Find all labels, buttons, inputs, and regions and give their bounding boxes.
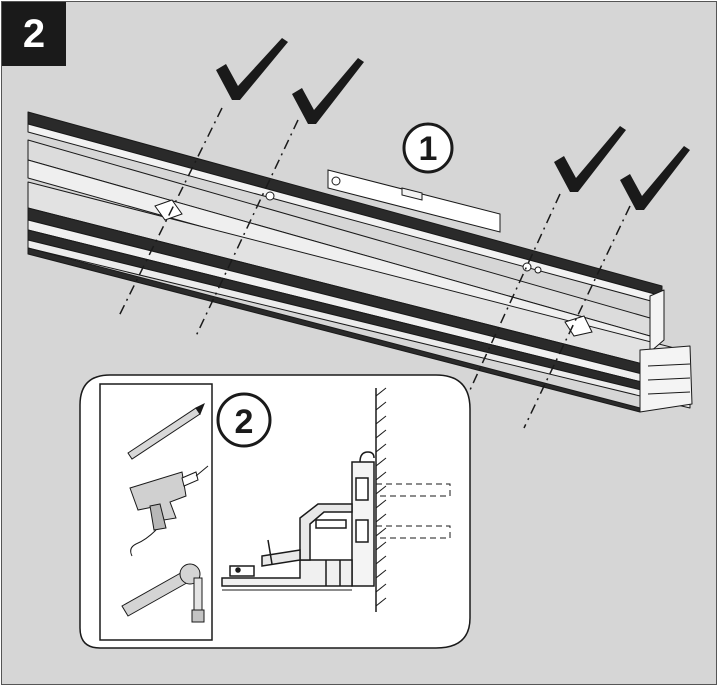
drill-icon bbox=[129, 465, 209, 557]
check-icon bbox=[620, 146, 690, 210]
profile-cross-section bbox=[221, 451, 375, 591]
socket-wrench-icon bbox=[121, 563, 205, 623]
check-icon bbox=[216, 38, 288, 100]
check-icon bbox=[292, 58, 364, 124]
screw-holes bbox=[265, 191, 542, 274]
step-number-badge: 2 bbox=[2, 2, 66, 66]
pencil-icon bbox=[127, 402, 205, 460]
check-icon bbox=[554, 126, 626, 192]
check-marks bbox=[216, 38, 690, 210]
callout-1: 1 bbox=[402, 122, 454, 174]
dowel-holes bbox=[375, 483, 451, 539]
spirit-level-icon bbox=[327, 169, 501, 233]
rail-notches bbox=[154, 199, 593, 337]
rail-profile bbox=[27, 111, 693, 413]
drill-guide-lines bbox=[117, 107, 631, 429]
callout-1-label: 1 bbox=[419, 130, 438, 168]
callout-2-label: 2 bbox=[235, 403, 254, 441]
detail-inset: 2 bbox=[79, 374, 471, 649]
wall-section bbox=[375, 387, 387, 612]
